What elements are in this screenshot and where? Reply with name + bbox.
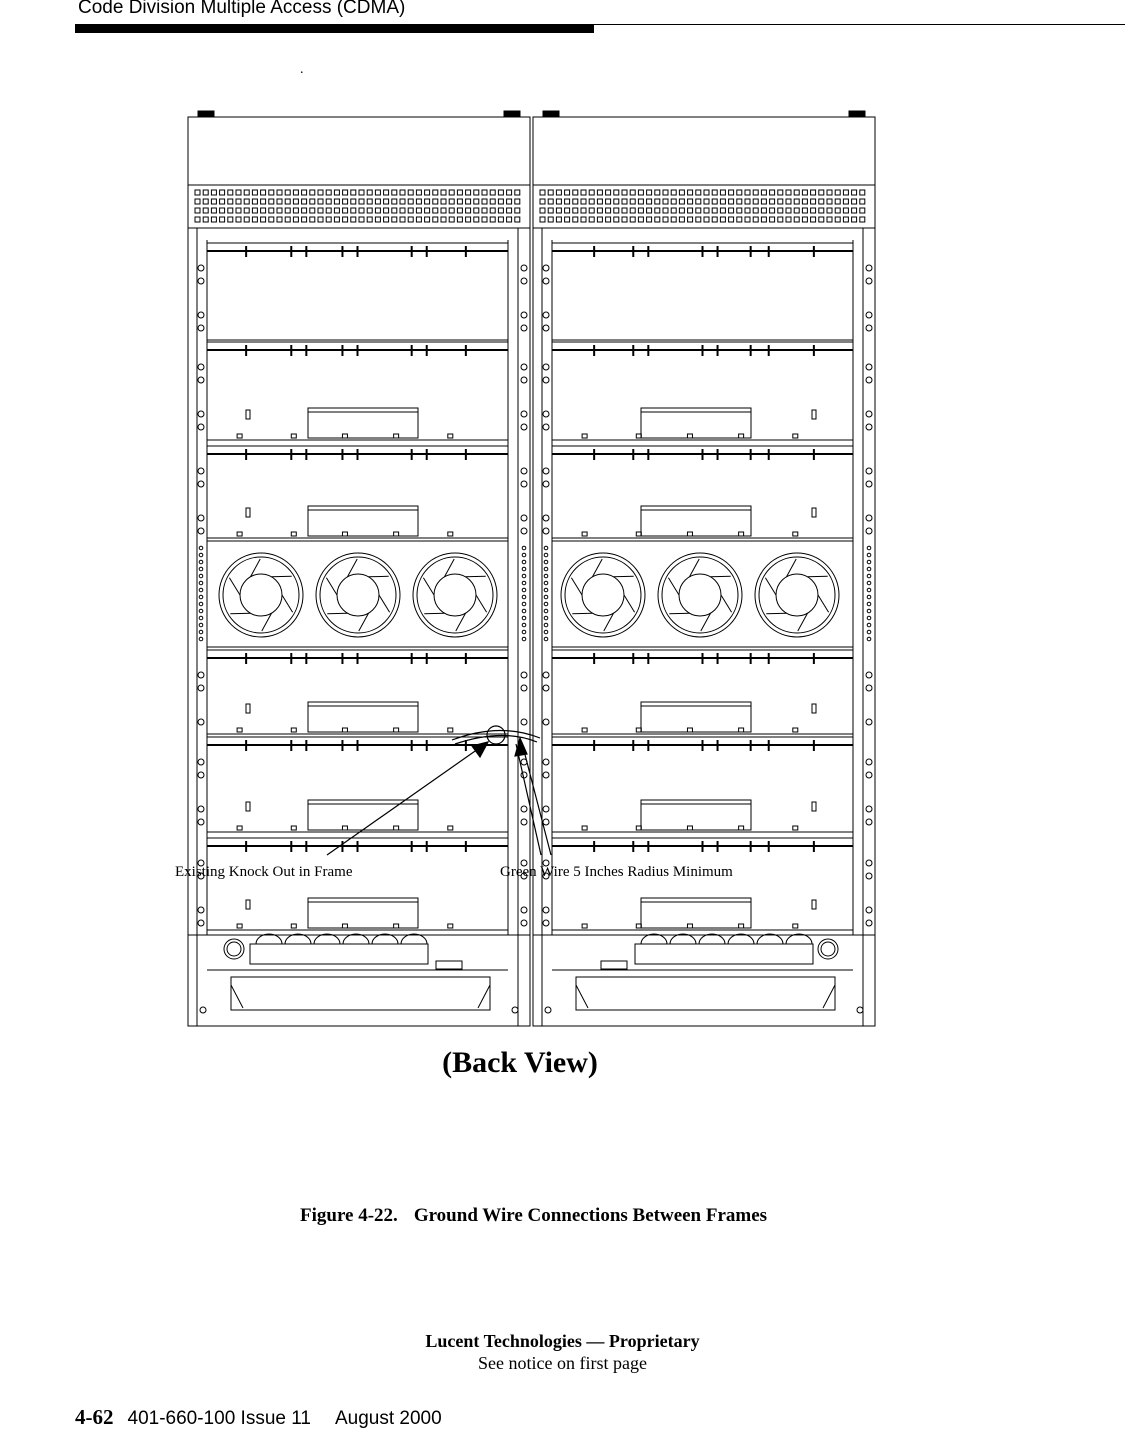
publication-date: August 2000: [334, 1408, 442, 1429]
vent-grille: [539, 189, 866, 223]
green-wire-callout-label: Green Wire 5 Inches Radius Minimum: [500, 864, 733, 880]
equipment-frames: [187, 110, 876, 1027]
figure-number: Figure 4-22.: [300, 1205, 398, 1226]
fan-tray: [198, 540, 527, 648]
cooling-fan: [657, 552, 743, 638]
cooling-fan: [315, 552, 401, 638]
cooling-fan: [560, 552, 646, 638]
frame-left: [187, 110, 531, 1027]
knockout-arrowhead: [470, 741, 490, 759]
green-wire-path-2: [454, 734, 538, 745]
card-shelf: [542, 837, 873, 931]
cooling-fan: [218, 552, 304, 638]
figure-title: Ground Wire Connections Between Frames: [413, 1205, 768, 1226]
header-bar: [75, 25, 594, 33]
card-shelf: [542, 242, 873, 341]
ground-wire-callouts: [326, 725, 552, 856]
figure-caption: Figure 4-22. Ground Wire Connections Betw…: [300, 1205, 767, 1227]
fan-tray: [543, 540, 872, 648]
card-shelf: [197, 736, 528, 833]
header-rule: [75, 24, 1125, 25]
frame-right: [532, 110, 876, 1027]
card-shelf: [542, 649, 873, 735]
power-panel: [188, 933, 530, 1014]
card-shelf: [197, 341, 528, 441]
knockout-callout-label: Existing Knock Out in Frame: [175, 864, 353, 880]
view-label: (Back View): [442, 1046, 598, 1079]
cooling-fan: [754, 552, 840, 638]
proprietary-notice: Lucent Technologies — Proprietary: [425, 1331, 700, 1351]
cooling-fan: [412, 552, 498, 638]
page-footer: 4-62 401-660-100 Issue 11 August 2000: [75, 1405, 442, 1430]
green-wire-path: [451, 729, 541, 741]
card-shelf: [542, 445, 873, 539]
power-panel: [533, 933, 875, 1014]
card-shelf: [197, 649, 528, 735]
stray-mark: .: [300, 62, 304, 77]
page-header-title: Code Division Multiple Access (CDMA): [78, 0, 406, 18]
page-number: 4-62: [75, 1405, 114, 1429]
document-id: 401-660-100 Issue 11: [127, 1408, 311, 1429]
card-shelf: [197, 445, 528, 539]
notice-reference: See notice on first page: [478, 1353, 647, 1373]
vent-grille: [194, 189, 521, 223]
knockout-leader-line: [326, 741, 489, 856]
card-shelf: [197, 837, 528, 931]
green-wire-leader-line: [521, 742, 552, 856]
frames-back-view-diagram: Existing Knock Out in Frame Green Wire 5…: [175, 110, 876, 1027]
card-shelf: [542, 736, 873, 833]
card-shelf: [542, 341, 873, 441]
green-wire-leader-line-2: [515, 743, 542, 856]
card-shelf: [197, 242, 528, 341]
